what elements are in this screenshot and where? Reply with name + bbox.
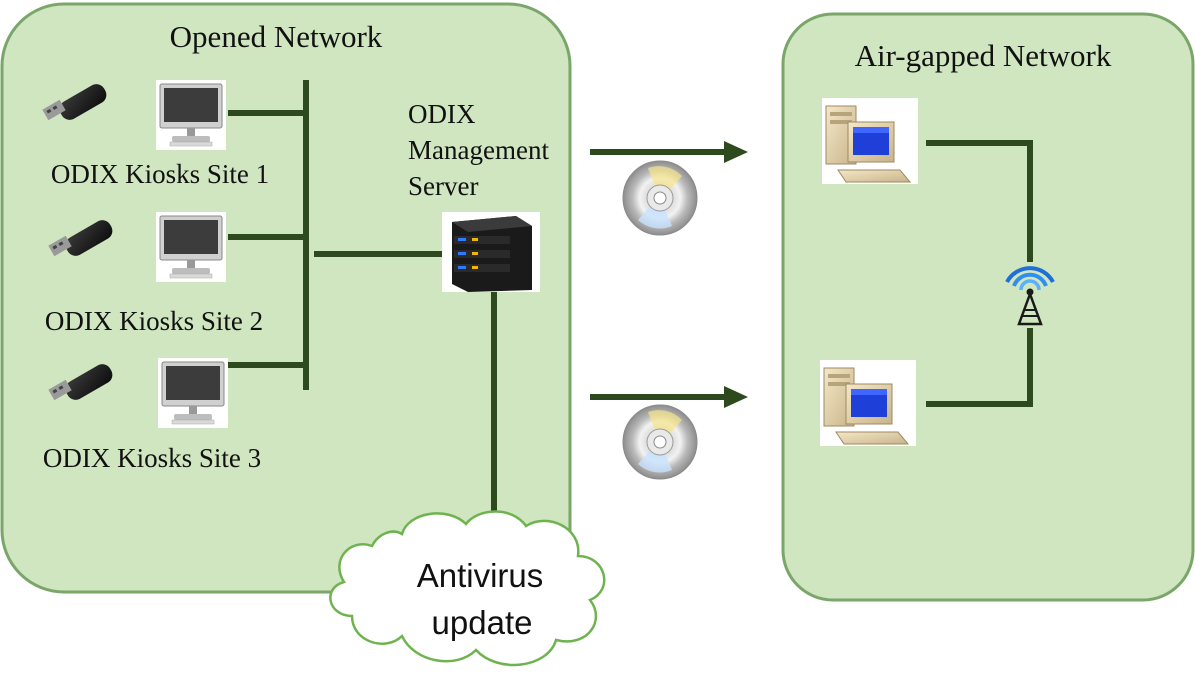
opened-network-region — [0, 2, 572, 594]
management-server-label: ODIX Management Server — [408, 99, 549, 201]
wireless-antenna-icon — [1005, 266, 1055, 326]
desktop-monitor-icon — [155, 211, 227, 283]
server-label-line-3: Server — [408, 171, 478, 201]
cloud-label-line-1: Antivirus — [417, 557, 544, 594]
desktop-monitor-icon — [155, 79, 227, 151]
kiosk-site-2: ODIX Kiosks Site 2 — [45, 211, 263, 336]
airgapped-network-wiring — [926, 140, 1033, 407]
transfer-arrow-top — [590, 141, 748, 163]
kiosk-site-3-label: ODIX Kiosks Site 3 — [43, 443, 261, 473]
kiosk-site-1-label: ODIX Kiosks Site 1 — [51, 159, 269, 189]
kiosk-site-2-label: ODIX Kiosks Site 2 — [45, 306, 263, 336]
server-rack-icon — [442, 212, 540, 292]
desktop-computer-icon — [819, 359, 917, 447]
desktop-computer-icon — [821, 97, 919, 185]
kiosk-site-1: ODIX Kiosks Site 1 — [42, 79, 269, 189]
optical-disc-icon — [622, 160, 698, 236]
cloud-label-line-2: update — [432, 604, 533, 641]
kiosk-site-3: ODIX Kiosks Site 3 — [43, 357, 261, 473]
server-label-line-1: ODIX — [408, 99, 476, 129]
opened-network-wiring — [228, 80, 497, 526]
optical-disc-icon — [622, 404, 698, 480]
opened-network-title: Opened Network — [170, 19, 383, 54]
cloud-icon — [329, 510, 606, 667]
server-label-line-2: Management — [408, 135, 549, 165]
transfer-arrow-bottom — [590, 386, 748, 408]
desktop-monitor-icon — [157, 357, 229, 429]
airgapped-network-title: Air-gapped Network — [855, 38, 1112, 73]
